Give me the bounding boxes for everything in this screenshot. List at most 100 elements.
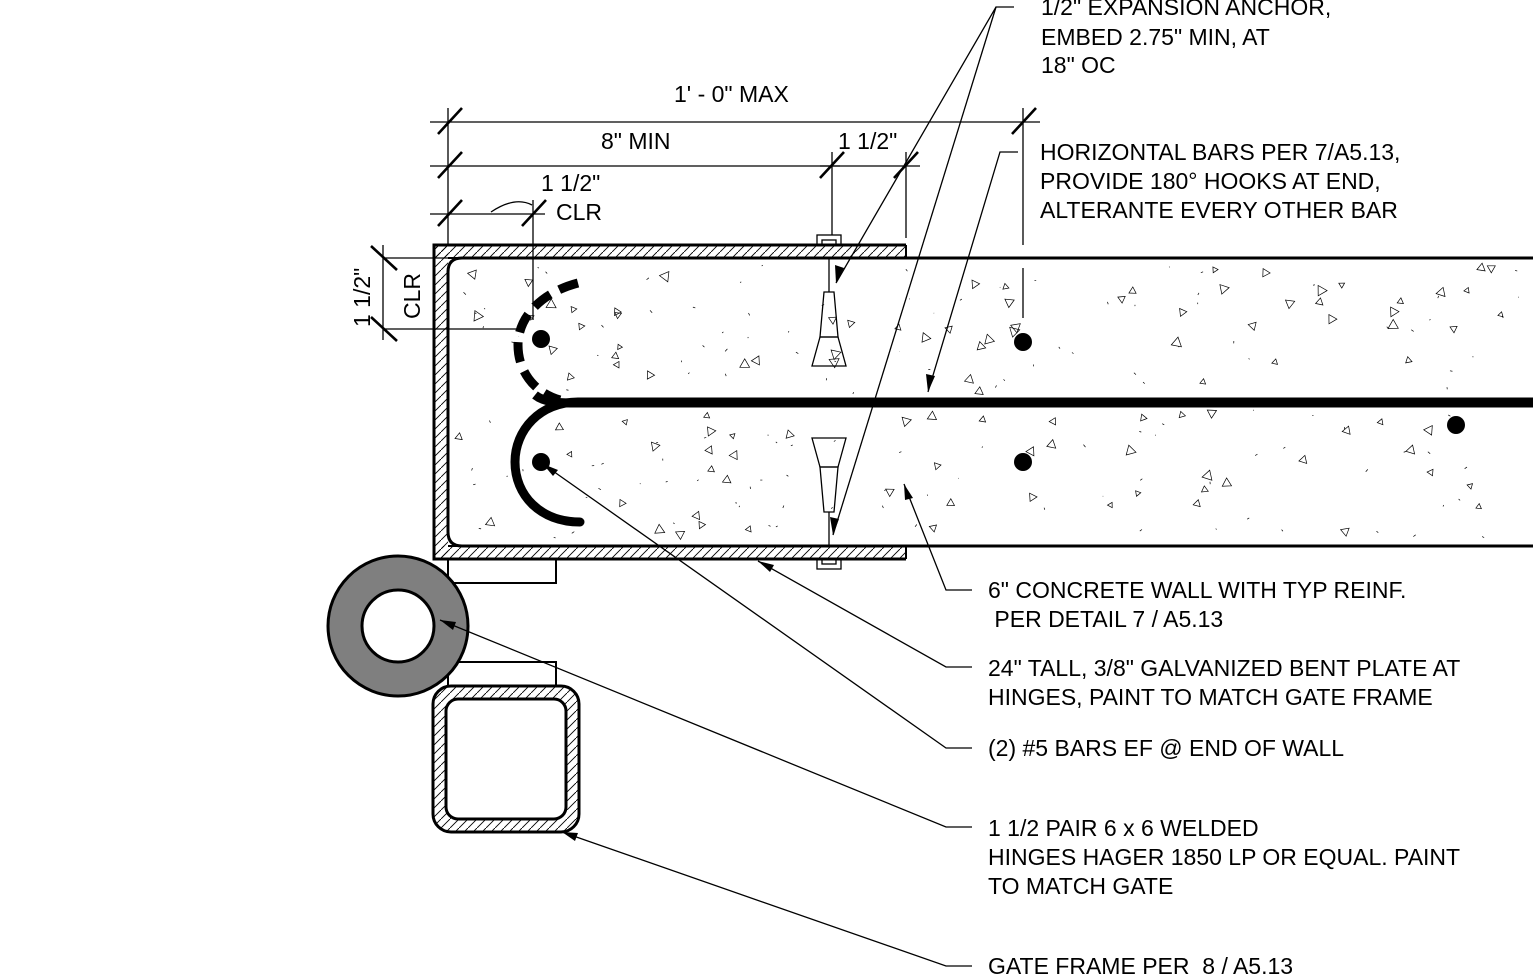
vertical-bar [1014,333,1032,351]
aggregate-mark [601,462,604,465]
aggregate-mark [1449,326,1458,334]
aggregate-mark [703,411,711,419]
leader-bent-plate [757,560,972,668]
aggregate-mark [995,385,997,388]
aggregate-mark [1128,286,1137,294]
aggregate-mark [524,279,534,288]
aggregate-mark [1247,321,1257,331]
leader-gate-frame [561,831,972,967]
aggregate-mark [672,522,675,525]
aggregate-mark [775,525,778,528]
aggregate-mark [1252,409,1255,411]
aggregate-mark [1248,358,1250,360]
aggregate-mark [566,389,569,391]
leader-anchor [832,6,997,536]
bent-plate [432,243,907,561]
aggregate-mark [674,531,686,541]
aggregate-mark [750,355,760,366]
aggregate-mark [830,349,842,361]
aggregate-mark [1262,267,1271,278]
aggregate-mark [692,306,696,309]
aggregate-mark [687,372,690,375]
aggregate-mark [795,351,799,354]
aggregate-mark [738,505,740,508]
aggregate-mark [944,325,953,334]
aggregate-mark [463,292,467,295]
aggregate-mark [1476,262,1486,272]
end-bar-top [532,330,550,348]
aggregate-mark [614,312,623,320]
aggregate-mark [658,270,670,283]
aggregate-mark [782,505,785,509]
aggregate-mark [1426,468,1434,477]
note-end-bars: (2) #5 BARS EF @ END OF WALL [988,735,1344,761]
aggregate-mark [1427,451,1431,454]
aggregate-mark [570,305,578,314]
aggregate-mark [650,441,661,452]
aggregate-mark [1497,311,1504,318]
aggregate-mark [1199,378,1207,385]
aggregate-mark [473,483,476,486]
aggregate-mark [454,432,463,441]
note-horizontal-bars: HORIZONTAL BARS PER 7/A5.13, PROVIDE 180… [1040,139,1407,223]
aggregate-mark [1464,466,1468,470]
aggregate-mark [545,298,557,309]
aggregate-mark [786,474,789,477]
aggregate-mark [1283,446,1286,449]
aggregate-mark [1376,531,1379,533]
leader-hinges [439,619,972,828]
aggregate-mark [721,474,732,484]
aggregate-mark [885,488,895,498]
aggregate-mark [703,437,707,439]
dimension-labels: 1' - 0" MAX 8" MIN 1 1/2" 1 1/2" CLR 1 1… [349,81,897,327]
aggregate-mark [578,322,586,331]
aggregate-mark [1117,295,1126,304]
aggregate-mark [571,531,575,534]
aggregate-mark [1043,507,1046,510]
aggregate-mark [665,481,668,483]
aggregate-mark [1338,282,1346,289]
aggregate-mark [612,360,620,369]
aggregate-mark [466,269,477,280]
aggregate-mark [1475,502,1482,510]
aggregate-mark [1139,431,1142,433]
reinforcement [510,278,1533,527]
aggregate-mark [785,429,795,439]
aggregate-mark [707,426,717,437]
note-hinges: 1 1/2 PAIR 6 x 6 WELDED HINGES HAGER 185… [988,815,1466,899]
aggregate-mark [1448,414,1451,417]
aggregate-mark [901,416,912,428]
aggregate-mark [655,441,659,444]
aggregate-mark [1162,423,1165,426]
aggregate-mark [1010,323,1021,334]
aggregate-mark [1192,499,1201,508]
aggregate-mark [1458,498,1461,501]
aggregate-mark [1058,346,1061,349]
aggregate-mark [704,445,713,455]
aggregate-mark [1298,454,1308,464]
aggregate-mark [971,279,981,290]
aggregate-mark [1133,372,1137,375]
aggregate-mark [1423,425,1433,436]
note-anchor: 1/2" EXPANSION ANCHOR, EMBED 2.75" MIN, … [1041,0,1338,78]
aggregate-mark [1514,269,1518,272]
dashed-hook-bar [513,278,580,405]
aggregate-mark [484,516,496,527]
aggregate-mark [963,373,974,384]
aggregate-mark [739,281,742,283]
vertical-bar [1014,453,1032,471]
aggregate-mark [833,440,836,442]
dim-clear-side-label: 1 1/2" [349,268,375,327]
note-concrete-wall: 6" CONCRETE WALL WITH TYP REINF. PER DET… [988,577,1406,632]
leader-lines [439,6,1024,967]
aggregate-mark [471,467,473,471]
hinge-pin-hole [360,588,436,664]
aggregate-mark [1255,453,1258,456]
aggregate-mark [1413,534,1416,537]
aggregate-mark [696,479,699,482]
aggregate-mark [1139,529,1143,532]
dim-overall-label: 1' - 0" MAX [674,81,789,107]
aggregate-mark [1339,527,1350,537]
aggregate-mark [1463,286,1470,294]
